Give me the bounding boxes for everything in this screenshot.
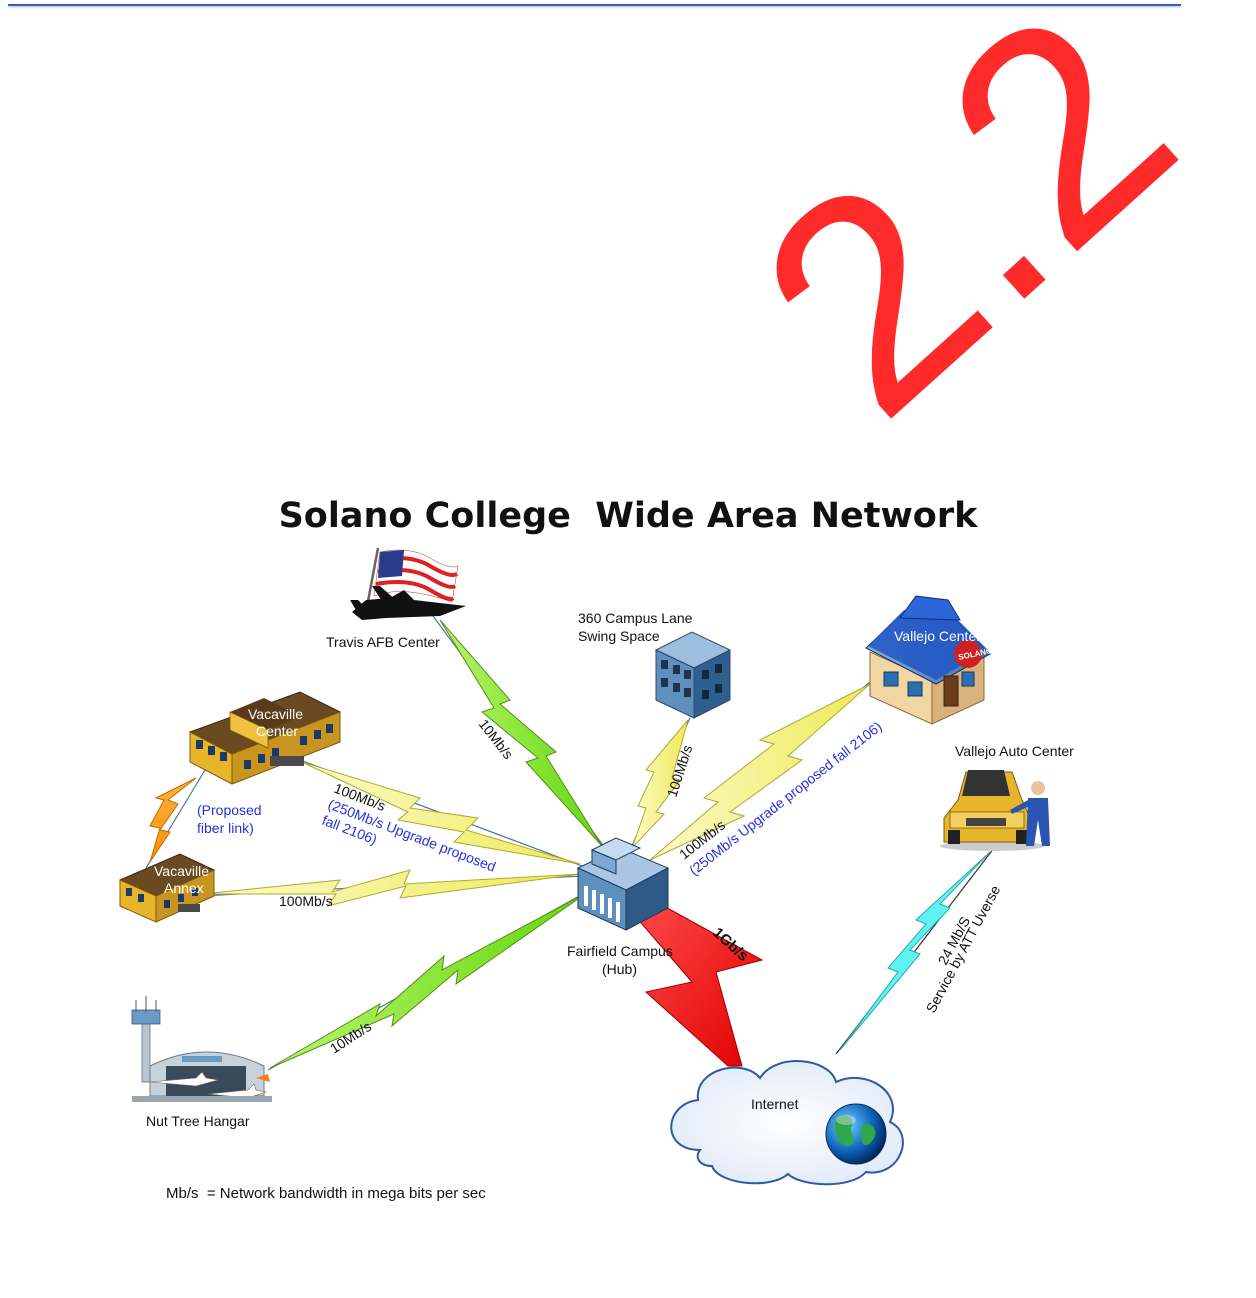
internet-label: Internet	[751, 1096, 799, 1112]
vallejo-node: SOLANO Vallejo Center	[865, 595, 993, 725]
vallejo-label: Vallejo Center	[894, 628, 981, 644]
internet-node: Internet	[670, 1060, 904, 1186]
vacaville-label-1: Vacaville	[248, 706, 303, 722]
jet-icon	[350, 586, 466, 620]
solano-sign	[954, 640, 982, 668]
travis-label: Travis AFB Center	[326, 634, 440, 650]
vacaville-node: Vacaville Center	[188, 691, 342, 785]
swing-node: 360 Campus Lane Swing Space	[578, 610, 732, 719]
annex-node: Vacaville Annex	[118, 853, 216, 923]
annex-building-icon	[118, 853, 216, 923]
diagram-title: Solano College Wide Area Network	[278, 496, 978, 536]
bolt-annex	[201, 869, 581, 907]
bolt-hangar	[269, 891, 589, 1069]
bolt-proposed	[149, 777, 197, 863]
link-vacaville	[299, 759, 583, 867]
bolt-vacaville	[301, 761, 581, 865]
travis-node: Travis AFB Center	[326, 547, 466, 650]
link-internet	[629, 903, 764, 1067]
network-diagram: Travis AFB Center 360 Campus Lane Swing …	[118, 547, 1074, 1186]
auto-node: Vallejo Auto Center	[940, 743, 1074, 851]
legend-note: Mb/s = Network bandwidth in mega bits pe…	[166, 1185, 486, 1202]
top-rule	[8, 4, 1181, 6]
vacaville-building-icon	[188, 691, 342, 785]
hangar-icon	[131, 996, 272, 1102]
bolt-travis	[439, 619, 603, 847]
hangar-label: Nut Tree Hangar	[146, 1113, 250, 1129]
swing-label-1: 360 Campus Lane	[578, 610, 693, 626]
link-hangar	[267, 889, 591, 1071]
hangar-node: Nut Tree Hangar	[131, 996, 272, 1129]
hub-label-1: Fairfield Campus	[567, 943, 673, 959]
annex-label-1: Vacaville	[154, 863, 209, 879]
swing-label-2: Swing Space	[578, 628, 660, 644]
link-label-proposed-2: fiber link)	[197, 820, 254, 836]
hub-building-icon	[576, 837, 670, 931]
link-travis	[429, 611, 606, 849]
vacaville-label-2: Center	[256, 723, 298, 739]
annex-label-2: Annex	[164, 880, 204, 896]
bolt-auto	[839, 851, 991, 1051]
car-mechanic-icon	[940, 770, 1050, 851]
bolt-internet	[629, 903, 764, 1067]
vallejo-building-icon: SOLANO	[865, 595, 993, 725]
link-proposed-fiber	[145, 769, 206, 869]
flag-icon	[364, 547, 459, 613]
link-label-proposed-1: (Proposed	[197, 802, 262, 818]
office-building-icon	[654, 631, 732, 719]
globe-icon	[825, 1103, 887, 1165]
link-annex	[199, 869, 583, 907]
link-label-annex: 100Mb/s	[279, 893, 333, 909]
hub-label-2: (Hub)	[602, 961, 637, 977]
auto-label: Vallejo Auto Center	[955, 743, 1074, 759]
hub-node: Fairfield Campus (Hub)	[567, 837, 673, 977]
link-auto	[835, 847, 995, 1055]
